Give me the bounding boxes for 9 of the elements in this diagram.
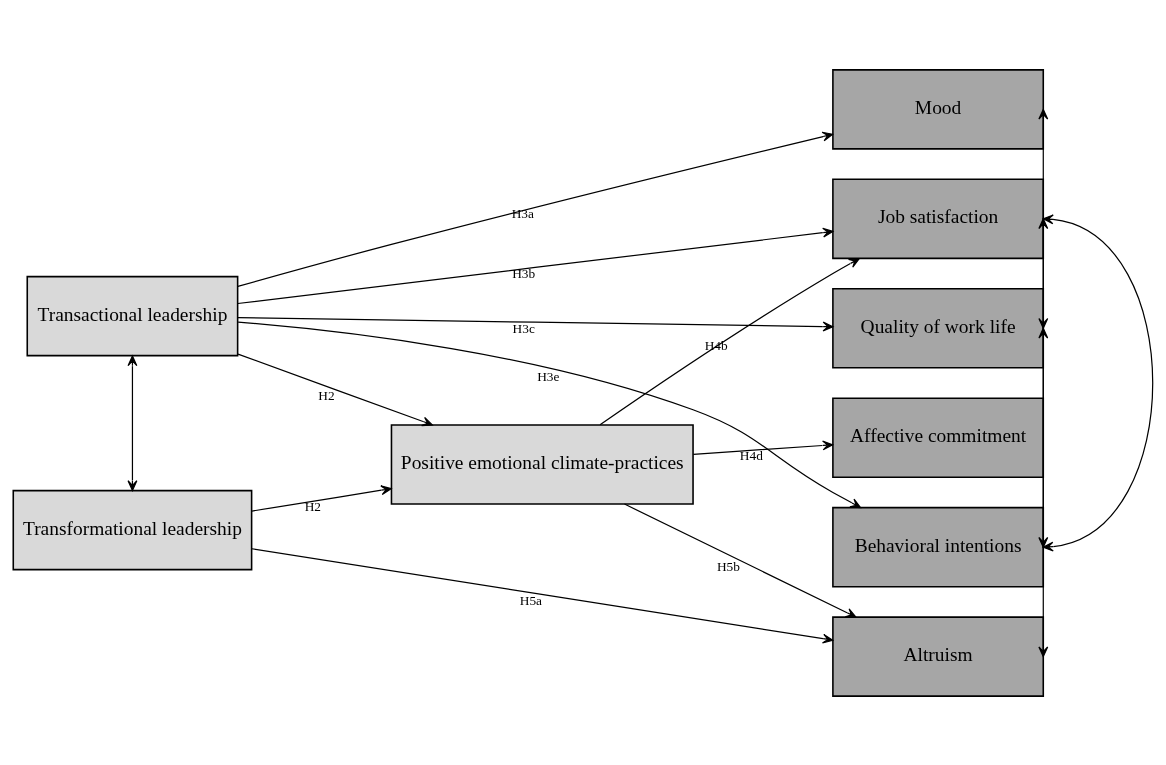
edge-label: H5a	[519, 592, 543, 608]
edge-label: H4d	[739, 447, 763, 463]
edge-label: H5b	[716, 558, 740, 574]
edge-label: H2	[304, 498, 322, 514]
edge-label: H3c	[512, 320, 535, 336]
edge-label: H3b	[512, 265, 536, 281]
edge-label: H3a	[511, 205, 534, 221]
edge-label: H3e	[537, 368, 560, 384]
edge-label: H2	[318, 387, 335, 403]
